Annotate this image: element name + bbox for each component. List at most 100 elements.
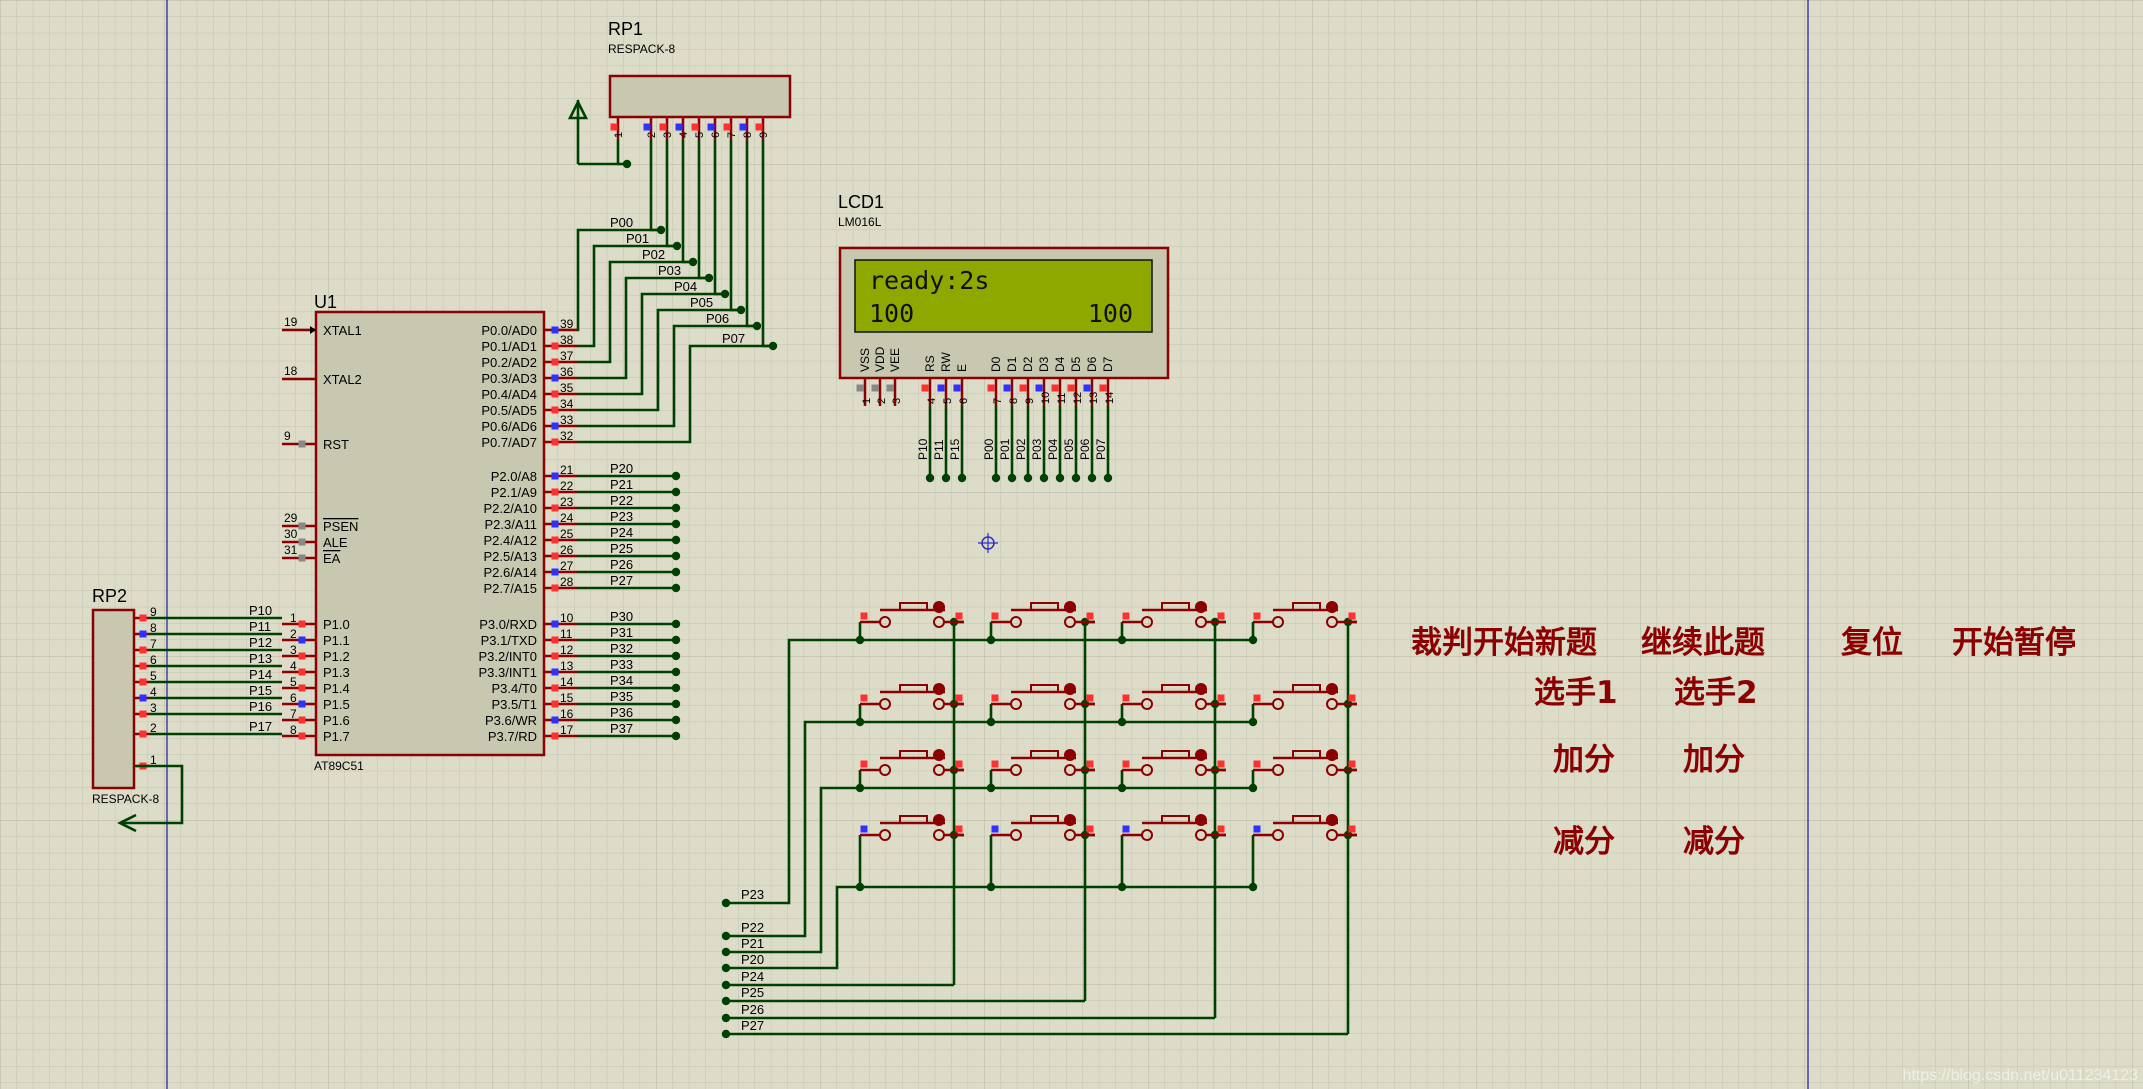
- net-label: P17: [249, 719, 272, 734]
- annotation-reset: 复位: [1841, 625, 1903, 661]
- pin-number: 24: [560, 511, 574, 525]
- junction-dot: [671, 715, 681, 725]
- net-label: P21: [741, 936, 764, 951]
- net-label: P23: [741, 887, 764, 902]
- pin-marker: [551, 358, 559, 366]
- net-label: P25: [610, 541, 633, 556]
- push-button[interactable]: [860, 601, 964, 628]
- net-label: P03: [658, 263, 681, 278]
- pin-name: P0.4/AD4: [481, 387, 537, 402]
- push-button[interactable]: [991, 683, 1095, 710]
- pin-marker: [1122, 612, 1130, 620]
- push-button[interactable]: [991, 601, 1095, 628]
- junction-dot: [1055, 473, 1065, 483]
- pin-number: 26: [560, 543, 574, 557]
- junction-dot: [1071, 473, 1081, 483]
- push-button[interactable]: [1253, 814, 1357, 841]
- pin-marker: [1253, 760, 1261, 768]
- net-label: P01: [998, 438, 1012, 460]
- pin-number: 27: [560, 559, 574, 573]
- annotation-player2: 选手2: [1674, 675, 1758, 711]
- pin-number: 10: [1040, 392, 1052, 404]
- junction-dot: [671, 635, 681, 645]
- pin-number: 36: [560, 365, 574, 379]
- net-label: P37: [610, 721, 633, 736]
- junction-dot: [1087, 473, 1097, 483]
- actuator: [1030, 684, 1059, 692]
- actuator: [1292, 815, 1321, 823]
- wire: [577, 244, 677, 348]
- push-button[interactable]: [991, 749, 1095, 776]
- push-button[interactable]: [860, 683, 964, 710]
- push-button[interactable]: [1253, 683, 1357, 710]
- pin-number: 8: [150, 621, 157, 635]
- annotation-continue: 继续此题: [1641, 625, 1765, 661]
- pin-marker: [1083, 384, 1091, 392]
- pin-marker: [987, 384, 995, 392]
- pin-marker: [1348, 612, 1356, 620]
- net-label: P15: [948, 438, 962, 460]
- pin-marker: [937, 384, 945, 392]
- pin-marker: [551, 326, 559, 334]
- pin-number: 33: [560, 413, 574, 427]
- push-button[interactable]: [1253, 749, 1357, 776]
- pin-marker: [691, 123, 699, 131]
- pin-marker: [551, 390, 559, 398]
- push-button[interactable]: [860, 814, 964, 841]
- pin-marker: [1348, 694, 1356, 702]
- push-button[interactable]: [1122, 814, 1226, 841]
- pin-number: 2: [646, 132, 658, 138]
- push-button[interactable]: [860, 749, 964, 776]
- net-labels: P20P21P22P23P24P25P26P27P30P31P32P33P34P…: [249, 215, 1108, 1033]
- net-label: P00: [610, 215, 633, 230]
- net-label: P16: [249, 699, 272, 714]
- pin-marker: [1217, 825, 1225, 833]
- junction-dot: [721, 1013, 731, 1023]
- pin-number: 8: [742, 132, 754, 138]
- junction-dot: [1023, 473, 1033, 483]
- push-button[interactable]: [1122, 601, 1226, 628]
- lcd-display[interactable]: LCD1 LM016L ready:2s 100 100 VSS1VDD2VEE…: [838, 192, 1170, 406]
- pin-marker: [298, 620, 306, 628]
- u1-microcontroller[interactable]: U1 AT89C51 19XTAL118XTAL29RST29PSEN30ALE…: [282, 292, 577, 773]
- push-button[interactable]: [1122, 749, 1226, 776]
- push-button[interactable]: [1253, 601, 1357, 628]
- pin-marker: [610, 123, 618, 131]
- junction-dot: [721, 980, 731, 990]
- pin-number: 6: [150, 653, 157, 667]
- push-button[interactable]: [991, 814, 1095, 841]
- junction-dot: [671, 519, 681, 529]
- net-label: P02: [642, 247, 665, 262]
- junction-dot: [1117, 783, 1127, 793]
- lcd-pin-name: VDD: [873, 346, 887, 372]
- pin-name: RST: [323, 437, 349, 452]
- pin-marker: [1067, 384, 1075, 392]
- pin-marker: [1217, 760, 1225, 768]
- net-label: P14: [249, 667, 272, 682]
- lcd-pin-name: RS: [923, 355, 937, 372]
- pin-marker: [1122, 694, 1130, 702]
- junction-dot: [1117, 635, 1127, 645]
- junction-dot: [671, 583, 681, 593]
- pin-name: P3.7/RD: [488, 729, 537, 744]
- junction-dot: [721, 1029, 731, 1039]
- pin-marker: [139, 730, 147, 738]
- pin-name: P2.5/A13: [484, 549, 538, 564]
- pin-name: P3.5/T1: [491, 697, 537, 712]
- junction-dots: [622, 159, 1353, 1039]
- junction-dot: [671, 731, 681, 741]
- keypad-4x4[interactable]: [860, 601, 1357, 841]
- button-cap: [1064, 683, 1076, 695]
- pin-number: 16: [560, 707, 574, 721]
- pin-number: 23: [560, 495, 574, 509]
- crosshair-icon: [978, 533, 998, 553]
- junction-dot: [671, 487, 681, 497]
- push-button[interactable]: [1122, 683, 1226, 710]
- net-label: P04: [1046, 438, 1060, 460]
- pin-number: 1: [290, 611, 297, 625]
- pin-name: P0.5/AD5: [481, 403, 537, 418]
- pin-marker: [856, 384, 864, 392]
- pin-number: 5: [290, 675, 297, 689]
